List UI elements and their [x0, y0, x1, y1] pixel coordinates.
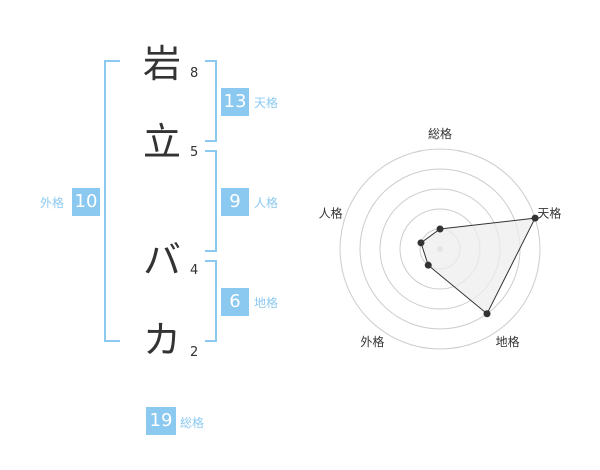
- tenkaku-bracket: [205, 60, 217, 142]
- stroke-count-2: 5: [190, 145, 199, 160]
- jinkaku-bracket: [205, 150, 217, 252]
- radar-axis-label-2: 地格: [496, 334, 520, 349]
- radar-axis-label-3: 外格: [360, 334, 384, 349]
- radar-ring-5: [339, 148, 541, 350]
- radar-series-polygon: [420, 217, 536, 315]
- radar-axis-label-1: 天格: [537, 206, 561, 221]
- gaikaku-value: 10: [72, 188, 100, 216]
- name-char-2: 立: [142, 120, 181, 164]
- radar-point-3: [424, 261, 432, 269]
- jinkaku-value: 9: [221, 188, 249, 216]
- radar-axis-label-4: 人格: [319, 206, 343, 221]
- radar-point-2: [483, 310, 491, 318]
- stroke-count-1: 8: [190, 66, 199, 81]
- soukaku-label: 総格: [180, 416, 205, 430]
- name-char-1: 岩: [142, 42, 181, 86]
- name-char-3: バ: [142, 238, 181, 282]
- radar-point-4: [417, 239, 425, 247]
- tenkaku-label: 天格: [254, 96, 279, 110]
- stroke-count-3: 4: [190, 263, 199, 278]
- radar-point-1: [531, 214, 539, 222]
- gaikaku-bracket: [104, 60, 120, 342]
- tenkaku-value: 13: [221, 88, 249, 116]
- soukaku-value: 19: [146, 407, 176, 435]
- gaikaku-label: 外格: [40, 196, 65, 210]
- radar-point-0: [436, 225, 444, 233]
- chikaku-label: 地格: [254, 296, 279, 310]
- radar-axis-label-0: 総格: [428, 126, 452, 141]
- jinkaku-label: 人格: [254, 196, 279, 210]
- stroke-count-4: 2: [190, 345, 199, 360]
- chikaku-bracket: [205, 260, 217, 342]
- name-char-4: カ: [142, 318, 181, 362]
- chikaku-value: 6: [221, 288, 249, 316]
